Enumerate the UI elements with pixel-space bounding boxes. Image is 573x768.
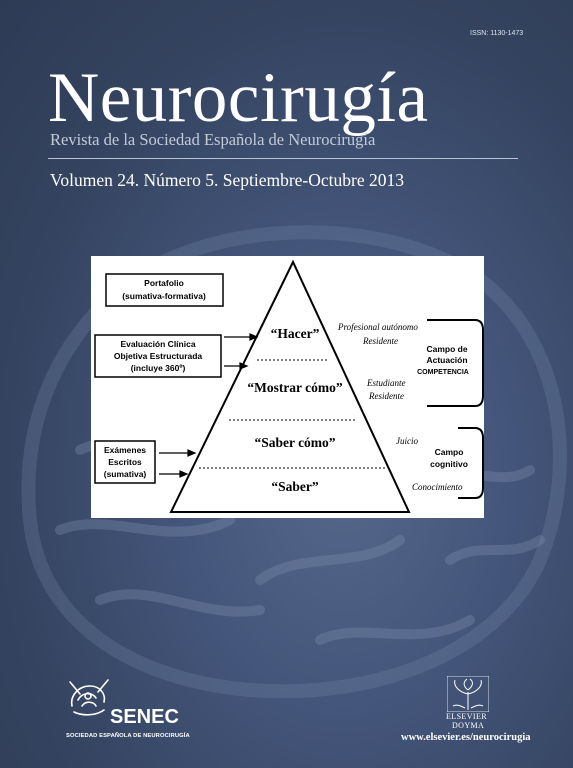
title-divider — [48, 158, 518, 159]
competence-pyramid-figure: “Hacer” “Mostrar cómo” “Saber cómo” “Sab… — [91, 256, 484, 518]
portfolio-box — [105, 273, 224, 307]
bracket-cognitivo-label: cognitivo — [430, 459, 468, 469]
bracket-cognitivo-label: Campo — [435, 447, 464, 457]
arrow-head — [187, 449, 197, 457]
written-exams-line: (sumativa) — [104, 469, 147, 479]
senec-name: SENEC — [110, 706, 179, 728]
bracket-actuacion-label: Actuación — [426, 355, 467, 365]
level-mostrar-como: “Mostrar cómo” — [247, 380, 343, 395]
level-saber: “Saber” — [271, 479, 319, 494]
level-hacer: “Hacer” — [271, 326, 320, 341]
portfolio-line: Portafolio — [144, 278, 184, 288]
senec-logo-icon — [69, 679, 109, 716]
written-exams-line: Escritos — [108, 457, 142, 467]
written-exams-line: Exámenes — [104, 445, 146, 455]
clinical-eval-line: Evaluación Clínica — [120, 339, 195, 349]
bracket-actuacion — [427, 319, 484, 407]
level-saber-como: “Saber cómo” — [254, 435, 335, 450]
issn: ISSN: 1130-1473 — [470, 30, 524, 37]
senec-full-name: SOCIEDAD ESPAÑOLA DE NEUROCIRUGÍA — [66, 733, 190, 739]
pyramid-shape — [169, 259, 411, 513]
journal-title: Neurocirugía — [48, 59, 429, 137]
arrow-head — [179, 470, 189, 478]
doyma-name: DOYMA — [452, 721, 485, 730]
clinical-eval-box — [94, 334, 222, 378]
label-residente: Residente — [368, 391, 404, 401]
clinical-eval-line: Objetiva Estructurada — [114, 351, 203, 361]
journal-subtitle: Revista de la Sociedad Española de Neuro… — [50, 130, 376, 149]
arrow-head — [249, 333, 259, 341]
journal-url-link[interactable]: www.elsevier.es/neurocirugia — [401, 732, 531, 743]
bracket-cognitivo — [458, 427, 484, 499]
written-exams-box — [94, 440, 156, 484]
bracket-actuacion-label: COMPETENCIA — [417, 369, 469, 376]
arrow-head — [239, 362, 249, 370]
label-estudiante: Estudiante — [366, 378, 406, 388]
bracket-actuacion-label: Campo de — [426, 344, 467, 354]
label-residente: Residente — [362, 336, 398, 346]
portfolio-line: (sumativa-formativa) — [122, 291, 206, 301]
label-conocimiento: Conocimiento — [412, 482, 463, 492]
elsevier-name: ELSEVIER — [446, 712, 487, 721]
label-profesional: Profesional autónomo — [337, 322, 418, 332]
label-juicio: Juicio — [396, 436, 418, 446]
elsevier-tree-logo-icon — [447, 676, 489, 712]
clinical-eval-line: (incluye 360º) — [131, 363, 186, 373]
issue-info: Volumen 24. Número 5. Septiembre-Octubre… — [50, 170, 404, 190]
